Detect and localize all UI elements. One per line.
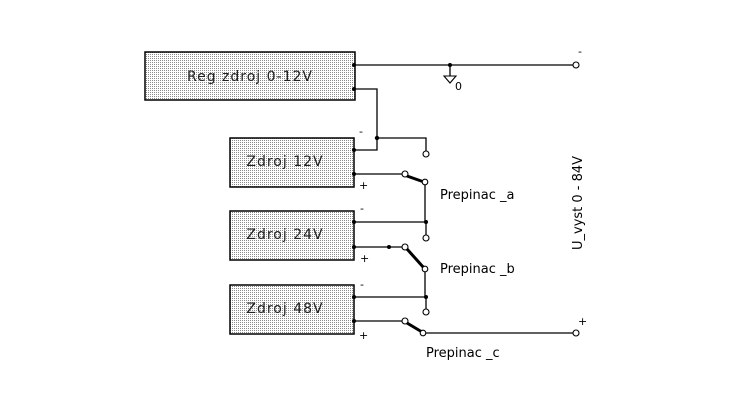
wire-z48-minus: - — [352, 278, 430, 316]
switch-c: + + Prepinac _c — [352, 315, 587, 361]
z12-minus-sign: - — [359, 125, 363, 138]
wire-reg-to-z12: - — [352, 87, 430, 158]
z24-minus-sign: - — [360, 202, 364, 215]
output-plus-terminal — [572, 329, 580, 337]
block-box — [229, 210, 355, 261]
block-label: Reg zdroj 0-12V — [187, 69, 313, 85]
output-voltage-label: U_vyst 0 - 84V — [571, 156, 586, 250]
output-minus-rail: - — [352, 45, 582, 69]
switch-a-label: Prepinac _a — [440, 188, 514, 203]
z48-plus-sign: + — [359, 329, 368, 342]
switch-c-label: Prepinac _c — [426, 346, 500, 361]
z12-plus-sign: + — [359, 179, 368, 192]
output-minus-sign: - — [578, 45, 582, 58]
block-label: Zdroj 12V — [246, 154, 323, 170]
block-reg-zdroj: Reg zdroj 0-12V — [144, 51, 356, 101]
block-zdroj-12v: Zdroj 12V — [229, 137, 355, 188]
block-label: Zdroj 24V — [246, 227, 323, 243]
ground-label: 0 — [455, 80, 462, 93]
wire-z24-minus: - — [352, 202, 430, 242]
block-zdroj-24v: Zdroj 24V — [229, 210, 355, 261]
block-box — [229, 137, 355, 188]
z48-minus-sign: - — [360, 278, 364, 291]
block-zdroj-48v: Zdroj 48V — [229, 284, 355, 335]
switch-b-label: Prepinac _b — [440, 262, 515, 277]
block-label: Zdroj 48V — [246, 301, 323, 317]
switch-a: + Prepinac _a — [352, 170, 514, 222]
ground-icon: 0 — [442, 65, 462, 93]
switch-b: + Prepinac _b — [352, 243, 515, 297]
z24-plus-sign: + — [360, 252, 369, 265]
block-box — [229, 284, 355, 335]
block-box — [144, 51, 356, 101]
output-plus-sign: + — [578, 315, 587, 328]
output-minus-terminal — [572, 61, 580, 69]
